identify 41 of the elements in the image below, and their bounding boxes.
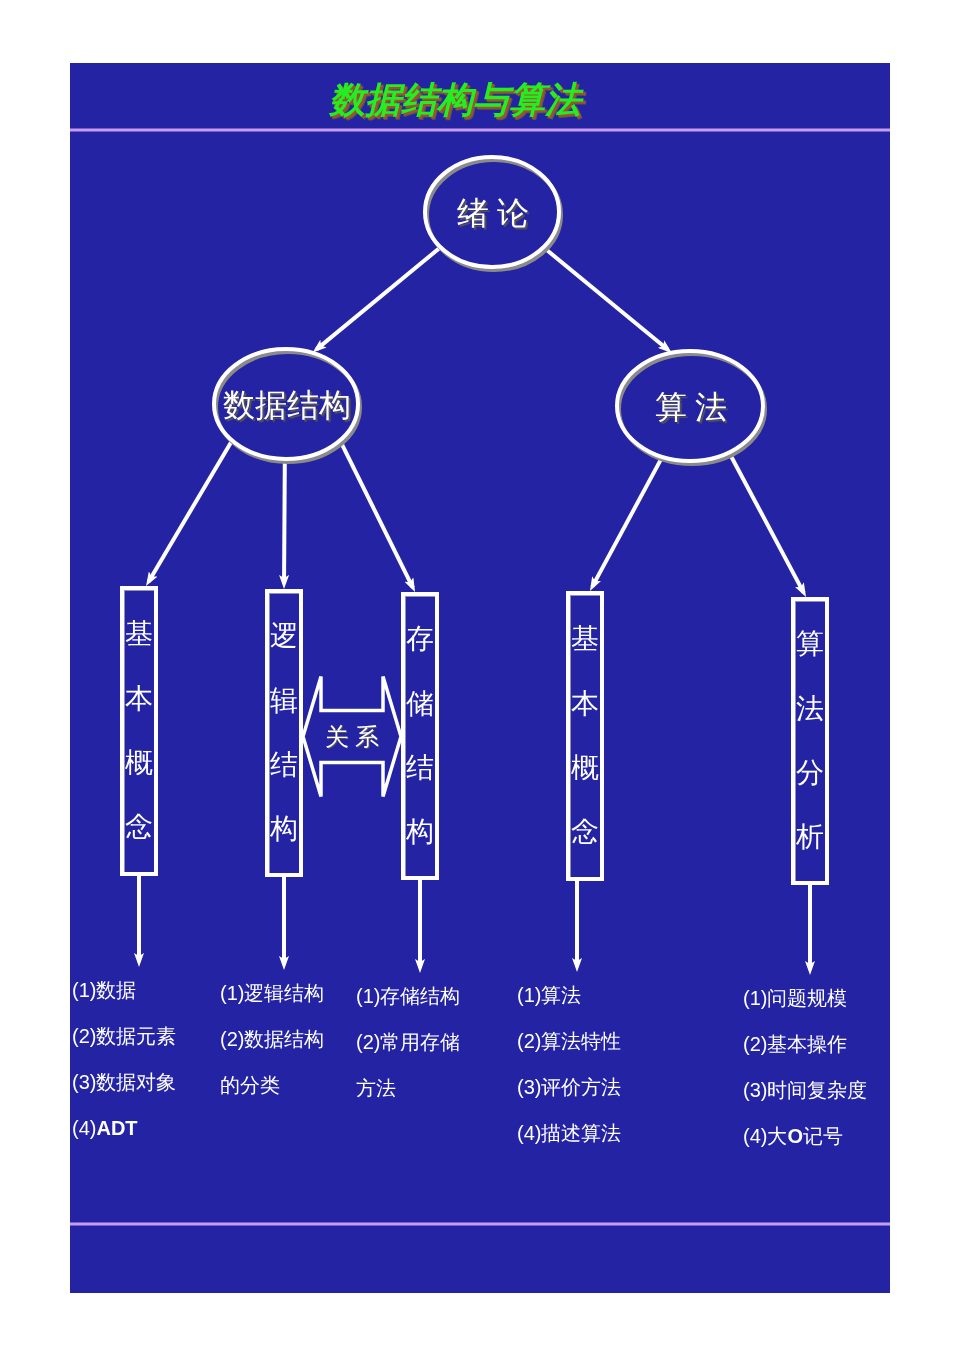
list-item: (1)算法 (517, 983, 583, 1008)
topic-box (566, 591, 604, 881)
list-item: (2)算法特性 (517, 1029, 623, 1054)
list-item: (2)数据结构的分类 (220, 1027, 326, 1098)
arrow (312, 246, 442, 353)
node-title: 逻辑结构 (270, 619, 298, 847)
list-item: (3)数据对象 (72, 1070, 178, 1095)
list-item: (4)描述算法 (517, 1121, 623, 1146)
arrow (134, 876, 144, 967)
topic-box (120, 586, 158, 876)
topic-ellipse (615, 349, 767, 465)
node-title: 算法分析 (796, 627, 824, 855)
node-title: 绪 论 (456, 193, 530, 233)
arrow (589, 457, 664, 591)
topic-box (265, 589, 303, 877)
arrow (572, 881, 582, 972)
list-item: (4)ADT (72, 1116, 139, 1141)
list-item: (1)数据 (72, 978, 138, 1003)
arrow (544, 247, 672, 353)
topic-box (791, 597, 829, 885)
list-item: (3)评价方法 (517, 1075, 623, 1100)
node-title: 数据结构 (223, 385, 351, 425)
list-item: (1)问题规模 (743, 986, 849, 1011)
arrow (415, 880, 425, 973)
list-item: (1)逻辑结构 (220, 981, 326, 1006)
list-item: (4)大O记号 (743, 1124, 844, 1149)
arrow (279, 877, 289, 970)
node-title: 基本概念 (571, 622, 599, 850)
topic-box (401, 592, 439, 880)
list-item: (1)存储结构 (356, 984, 462, 1009)
list-item: (2)数据元素 (72, 1024, 178, 1049)
topic-ellipse (423, 155, 563, 271)
list-item: (2)基本操作 (743, 1032, 849, 1057)
list-item: (2)常用存储方法 (356, 1030, 462, 1101)
node-title: 基本概念 (125, 617, 153, 845)
list-item: (3)时间复杂度 (743, 1078, 869, 1103)
node-title: 算 法 (654, 387, 728, 427)
node-title: 存储结构 (406, 622, 434, 850)
topic-ellipse (212, 347, 362, 463)
arrow (146, 440, 234, 586)
arrow (805, 885, 815, 975)
